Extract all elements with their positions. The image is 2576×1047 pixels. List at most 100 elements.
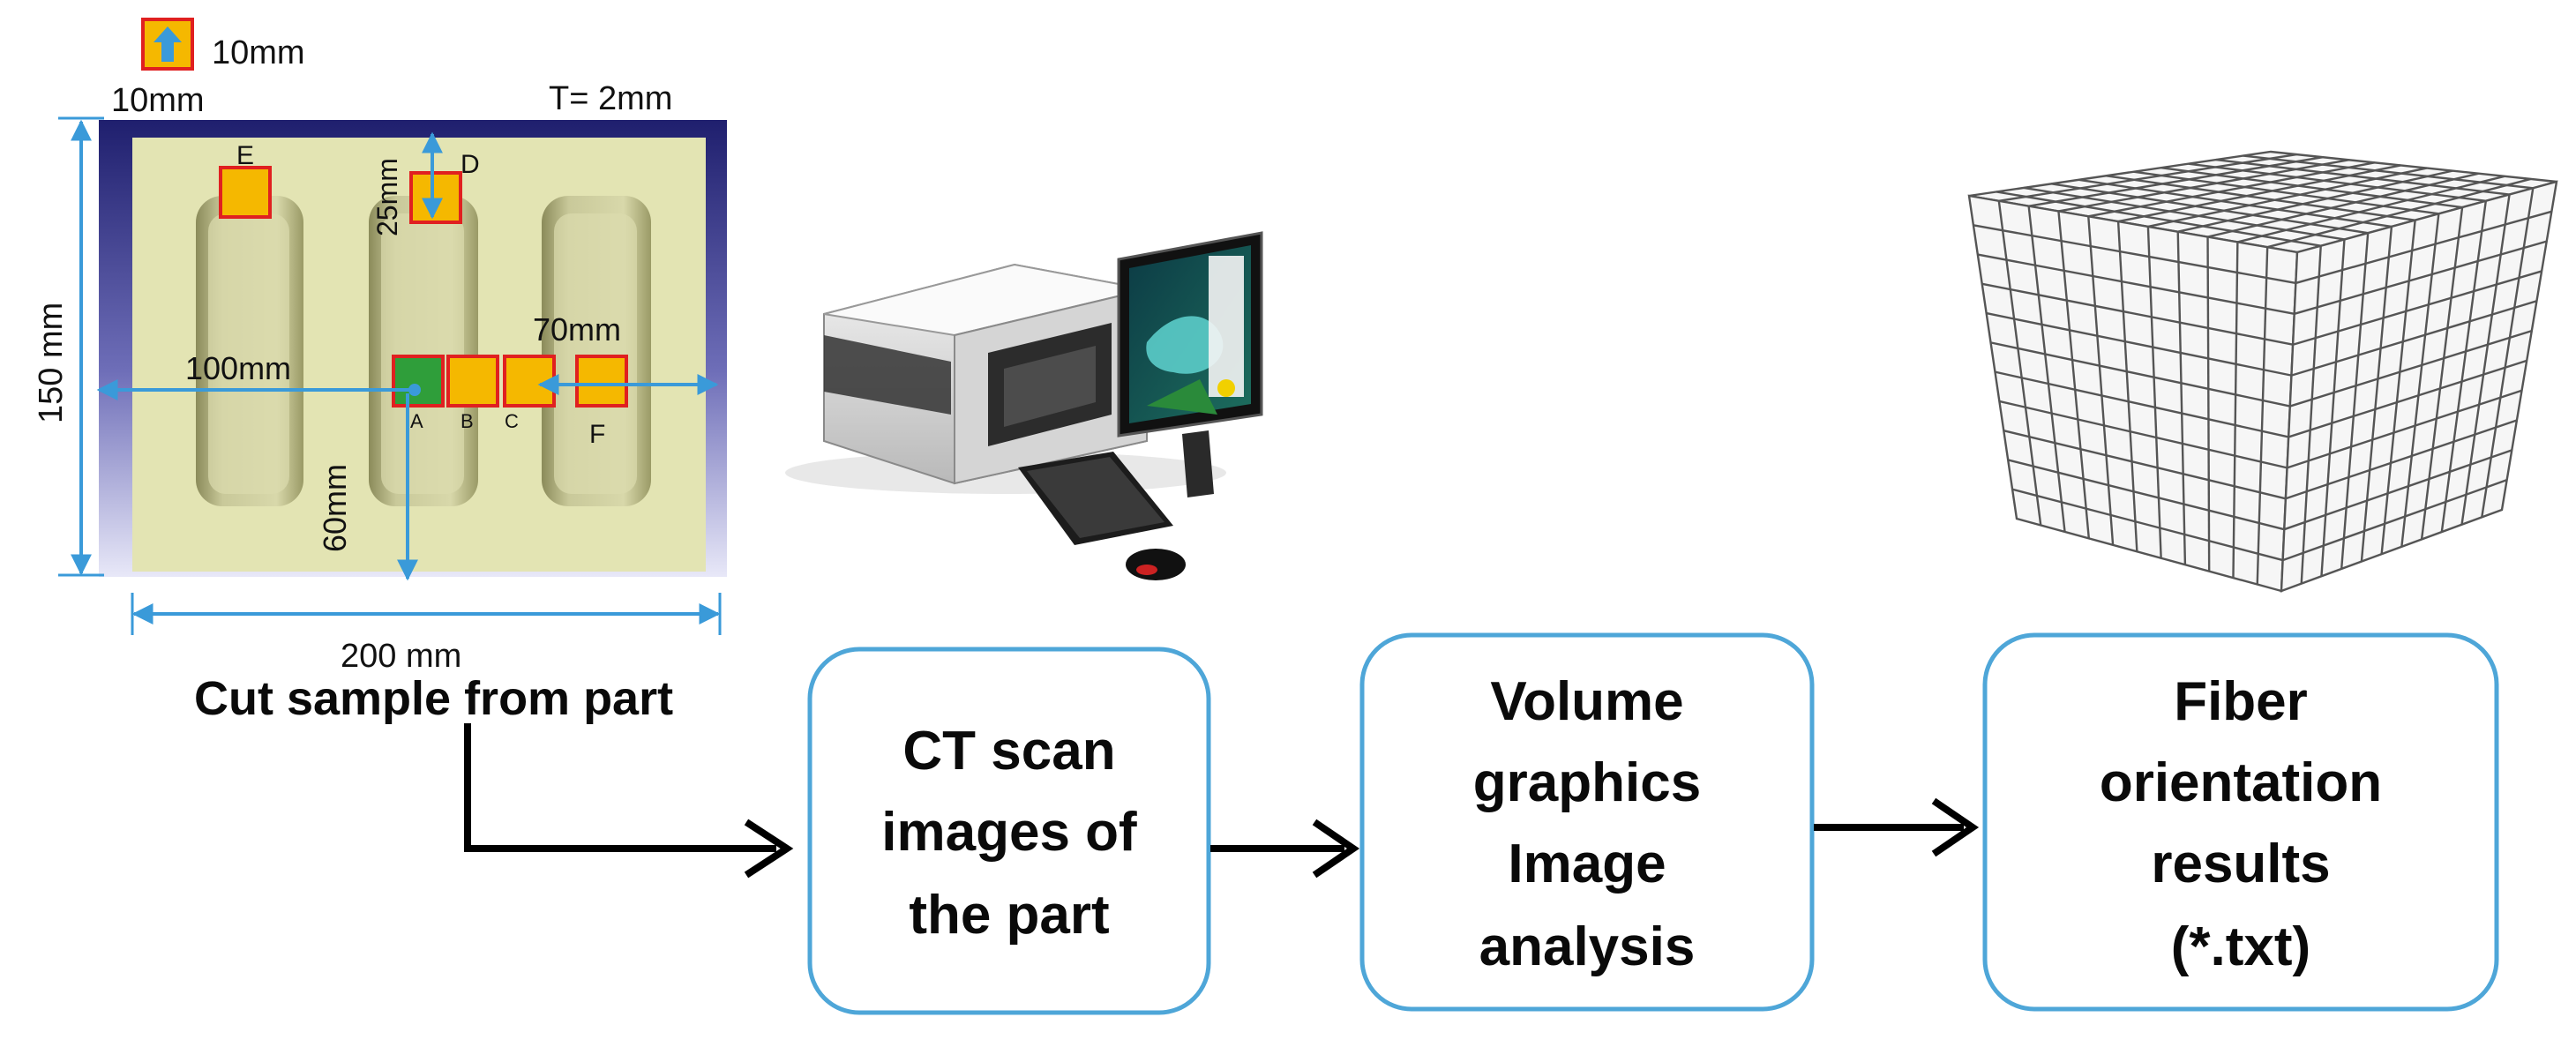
cube-grid-line <box>2028 155 2324 207</box>
cube-grid-line <box>2146 226 2162 558</box>
cube-grid-line <box>2420 206 2464 540</box>
step-fr-line-4: (*.txt) <box>2171 916 2310 977</box>
sample-b-square <box>446 355 499 408</box>
step-box-fiber-results <box>1982 632 2499 1012</box>
height-label: 150 mm <box>33 303 70 423</box>
cube-grid-line <box>2300 245 2322 584</box>
step-vg-line-1: Volume <box>1490 671 1683 732</box>
cube-grid-line <box>2320 239 2346 577</box>
cube-grid-line <box>2051 183 2369 235</box>
sample-b-label: B <box>461 410 474 432</box>
cube-grid-line <box>2440 200 2488 533</box>
cube-grid-line <box>1996 191 2321 247</box>
flow-arrowhead-cut-to-ct <box>744 819 794 879</box>
dim-origin-dot <box>408 384 421 396</box>
flow-arrow-cut-to-ct <box>464 723 776 852</box>
slot-middle <box>369 196 478 506</box>
cube-grid-line <box>1981 282 2294 346</box>
cube-grid-line <box>2207 172 2479 238</box>
dim-60-label: 60mm <box>317 464 353 552</box>
flow-arrowhead-vg-to-fr <box>1931 797 1980 857</box>
cube-grid-line <box>2088 161 2376 218</box>
step-vg-line-2: graphics <box>1473 752 1701 813</box>
cube-grid-line <box>1986 311 2292 377</box>
cube-grid-line <box>2340 233 2370 570</box>
cube-grid-line <box>1990 341 2291 408</box>
sample-e-square <box>219 166 272 219</box>
cube-grid-line <box>2160 166 2463 209</box>
cube-grid-line <box>2116 221 2138 552</box>
cube-grid-line <box>2087 216 2115 545</box>
cube-grid-line <box>2287 389 2522 469</box>
step-ct-line-2: images of <box>881 802 1137 863</box>
cube-grid-line <box>2243 154 2534 190</box>
cube-grid-line <box>2176 231 2187 565</box>
cube-grid-line <box>1977 253 2295 315</box>
cube-grid-line <box>2117 164 2401 223</box>
legend-sample-icon <box>141 18 194 71</box>
cube-grid-line <box>2058 159 2349 213</box>
cube-grid-line <box>1995 370 2289 438</box>
step-box-volume-graphics <box>1359 632 1815 1012</box>
cube-grid-line <box>2256 247 2269 585</box>
sample-a-label: A <box>410 410 423 432</box>
step-fr-line-3: results <box>2151 834 2330 894</box>
cube-grid-line <box>2215 158 2510 196</box>
sample-a-square <box>392 355 445 408</box>
cube-grid-line <box>2266 177 2531 249</box>
dim-70-label: 70mm <box>533 311 621 348</box>
cube-grid-line <box>2027 206 2066 533</box>
sample-c-square <box>503 355 556 408</box>
cube-grid-line <box>2206 236 2211 572</box>
thickness-label: T= 2mm <box>549 80 672 117</box>
cube-grid-line <box>2011 488 2283 562</box>
slot-left <box>196 196 303 506</box>
cube-grid-line <box>2003 430 2287 500</box>
sample-f-square <box>575 355 628 408</box>
sample-d-square <box>409 171 462 224</box>
width-label: 200 mm <box>341 638 461 675</box>
cube-grid-line <box>2147 167 2427 228</box>
voxel-grid-cube <box>1967 150 2558 593</box>
part-caption: Cut sample from part <box>194 672 673 725</box>
sample-f-label: F <box>589 420 605 449</box>
step-vg-line-4: analysis <box>1479 916 1696 977</box>
cube-grid-line <box>2285 419 2518 500</box>
step-fr-line-2: orientation <box>2100 752 2382 813</box>
cube-grid-line <box>2023 186 2345 241</box>
process-step-fiber-results: Fiber orientation results (*.txt) <box>1982 632 2499 1012</box>
cube-grid-line <box>2283 449 2512 531</box>
cube-grid-line <box>2288 359 2527 438</box>
slot-right <box>542 196 651 506</box>
process-step-volume-graphics: Volume graphics Image analysis <box>1359 632 1815 1012</box>
flow-arrowhead-ct-to-vg <box>1312 819 1360 879</box>
part-drawing: 10mm 10mm T= 2mm E D A B C F <box>33 18 727 725</box>
cube-grid-line <box>2188 162 2486 203</box>
cube-grid-line <box>2294 240 2548 315</box>
cube-grid-line <box>2237 175 2505 243</box>
step-ct-line-1: CT scan <box>902 721 1115 782</box>
cube-grid-line <box>2400 213 2440 547</box>
cube-grid-line <box>2078 178 2393 228</box>
cube-grid-line <box>2481 188 2535 518</box>
step-box-ct-scan <box>807 647 1211 1015</box>
cube-grid-line <box>2232 242 2239 579</box>
cube-grid-line <box>1999 400 2288 469</box>
cube-front-face <box>1967 194 2299 593</box>
cube-grid-line <box>1997 200 2042 526</box>
step-fr-line-1: Fiber <box>2174 671 2308 732</box>
cube-grid-line <box>2289 329 2533 408</box>
legend-size-label: 10mm <box>212 34 305 71</box>
sample-d-label: D <box>461 150 480 179</box>
cube-grid-line <box>2007 459 2285 531</box>
cube-grid-line <box>2106 175 2415 221</box>
cube-grid-line <box>2460 194 2511 525</box>
cube-grid-line <box>1973 224 2296 285</box>
top-width-label: 10mm <box>111 82 205 119</box>
cube-grid-line <box>1998 153 2297 203</box>
ct-scanner-illustration <box>785 231 1263 580</box>
cube-grid-line <box>2133 170 2439 215</box>
cube-grid-line <box>2057 211 2091 539</box>
sample-c-label: C <box>505 410 519 432</box>
